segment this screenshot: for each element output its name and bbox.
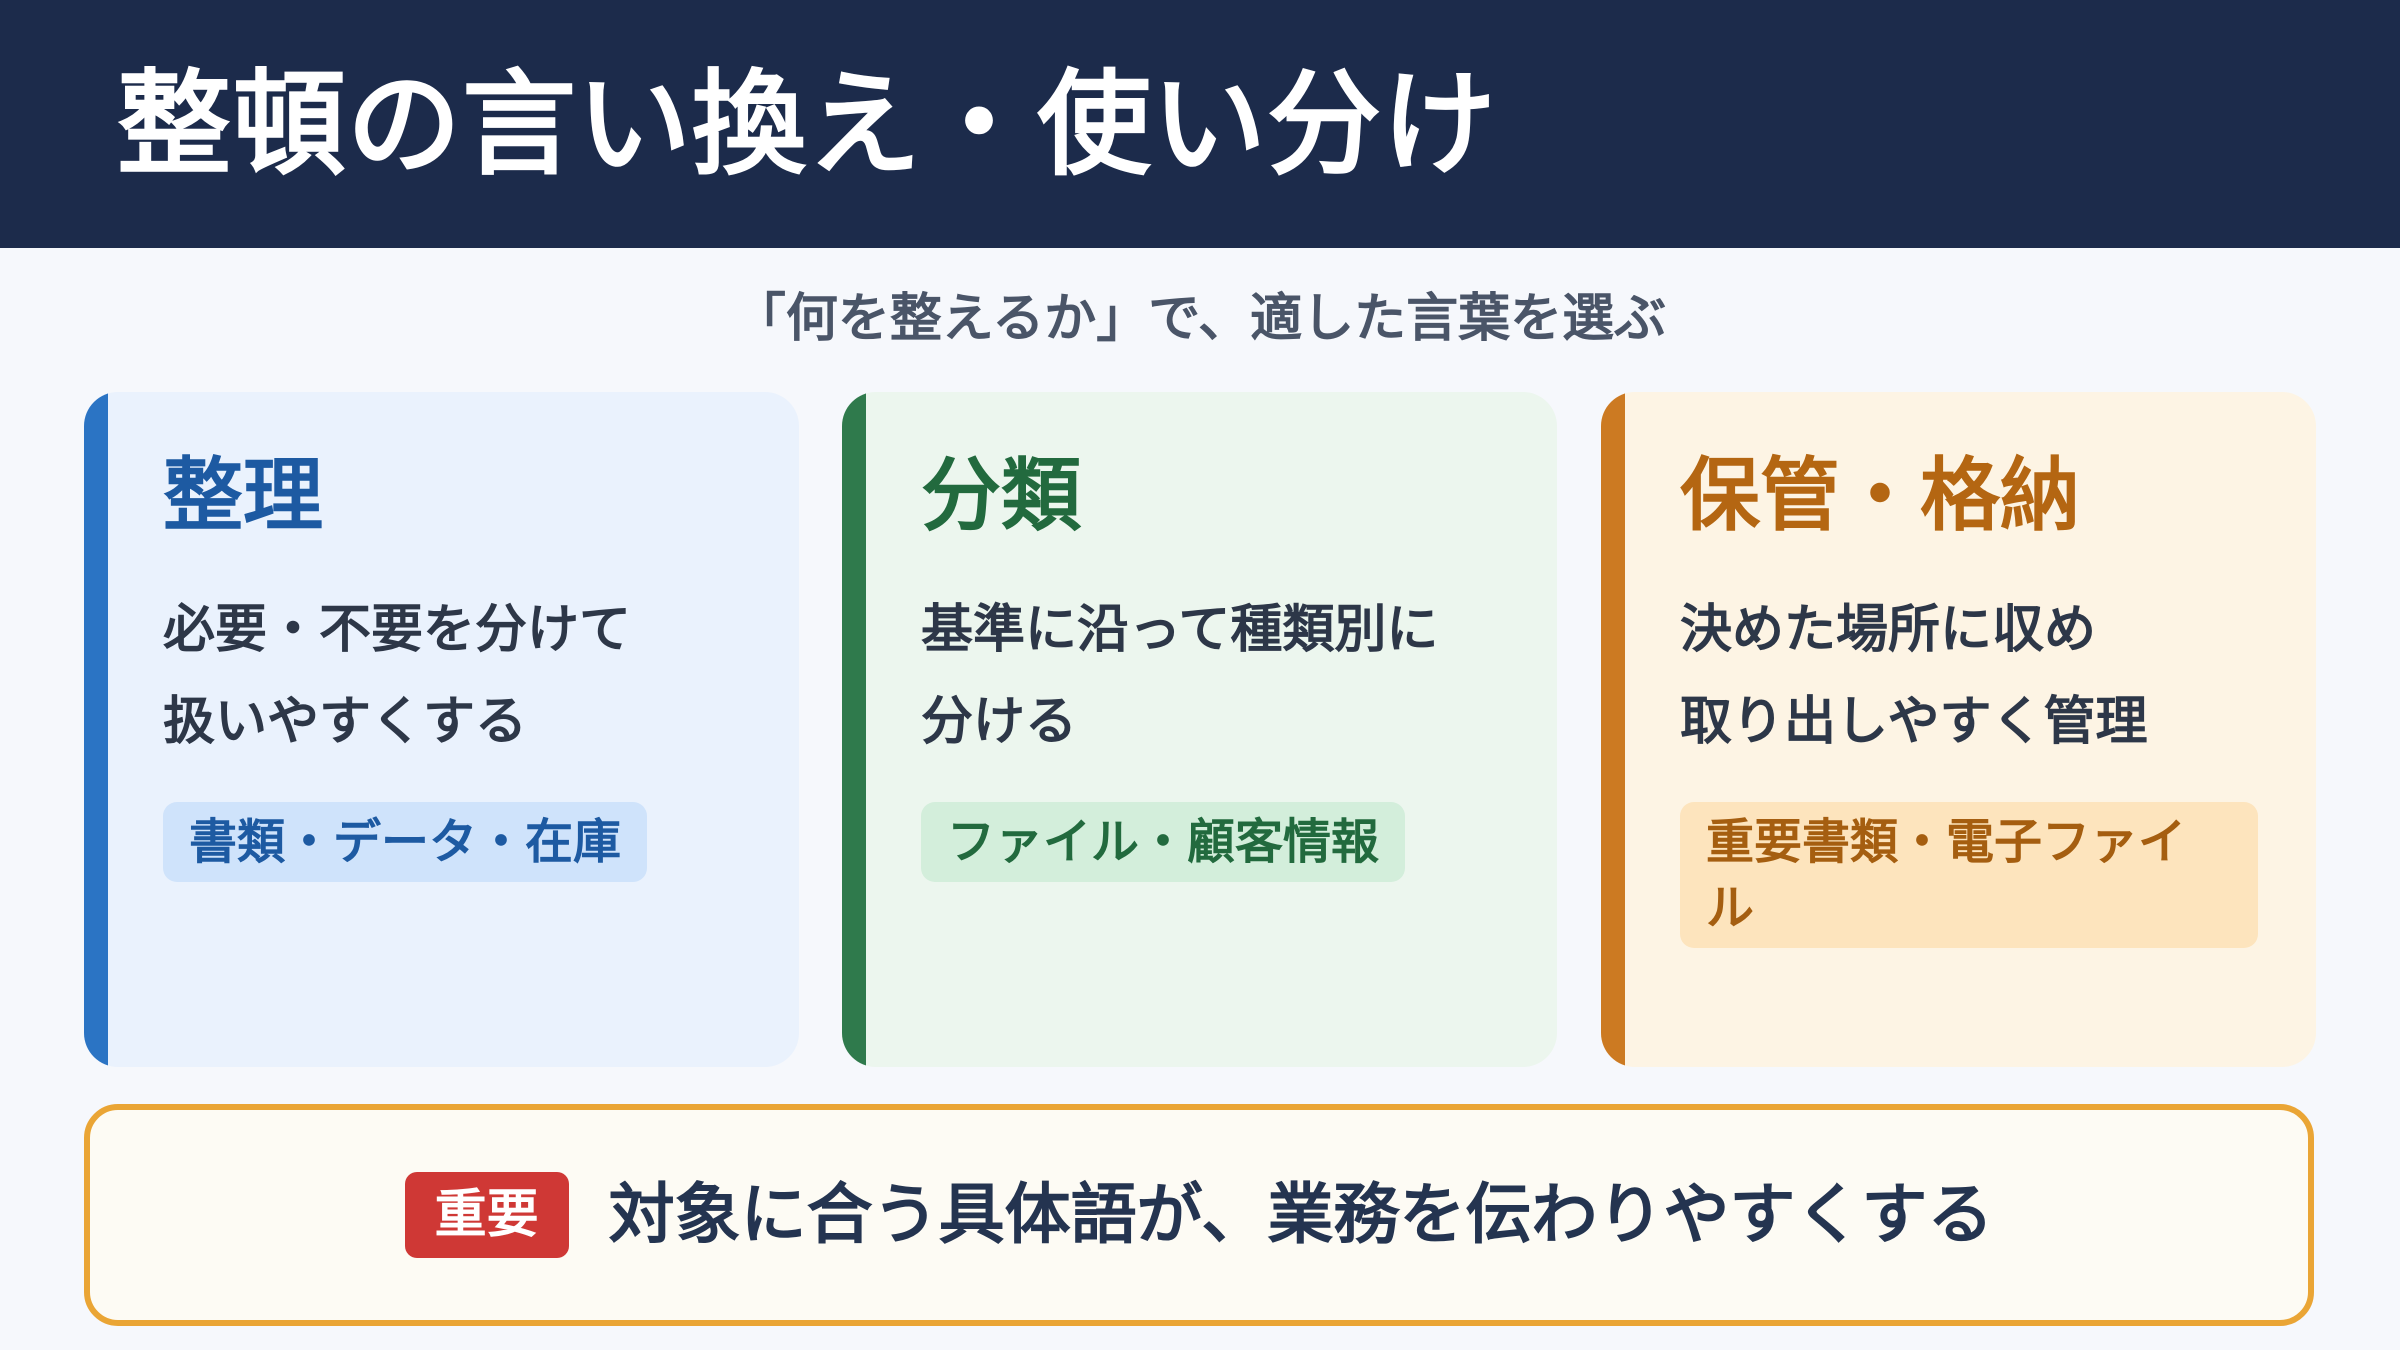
card-description: 基準に沿って種類別に 分ける: [921, 584, 1521, 768]
card-seiri: 整理 必要・不要を分けて 扱いやすくする 書類・データ・在庫: [84, 392, 799, 1067]
card-description-line: 決めた場所に収め: [1680, 600, 2097, 660]
card-accent-bar: [1601, 392, 1625, 1067]
card-title: 整理: [163, 449, 323, 542]
key-point-text: 対象に合う具体語が、業務を伝わりやすくする: [608, 1176, 1994, 1254]
card-accent-bar: [84, 392, 108, 1067]
card-example-tag: 書類・データ・在庫: [163, 802, 648, 882]
card-hokan-kakuno: 保管・格納 決めた場所に収め 取り出しやすく管理 重要書類・電子ファイル: [1601, 392, 2316, 1067]
card-accent-bar: [842, 392, 866, 1067]
subtitle: 「何を整えるか」で、適した言葉を選ぶ: [733, 289, 1667, 349]
card-title: 保管・格納: [1680, 449, 2080, 542]
important-badge: 重要: [404, 1172, 569, 1258]
card-example-tag: ファイル・顧客情報: [921, 802, 1406, 882]
card-description-line: 必要・不要を分けて: [163, 600, 632, 660]
page-title: 整頓の言い換え・使い分け: [117, 58, 1498, 191]
header-bar: 整頓の言い換え・使い分け: [0, 0, 2400, 248]
card-description-line: 扱いやすくする: [163, 692, 528, 752]
card-description-line: 基準に沿って種類別に: [921, 600, 1439, 660]
card-description-line: 分ける: [921, 692, 1078, 752]
card-bunrui: 分類 基準に沿って種類別に 分ける ファイル・顧客情報: [842, 392, 1557, 1067]
card-example-tag: 重要書類・電子ファイル: [1680, 802, 2258, 948]
card-description-line: 取り出しやすく管理: [1680, 692, 2148, 752]
card-description: 決めた場所に収め 取り出しやすく管理: [1680, 584, 2280, 768]
key-point-content: 重要 対象に合う具体語が、業務を伝わりやすくする: [90, 1110, 2308, 1320]
card-description: 必要・不要を分けて 扱いやすくする: [163, 584, 763, 768]
key-point-box: 重要 対象に合う具体語が、業務を伝わりやすくする: [84, 1104, 2314, 1326]
card-title: 分類: [921, 449, 1081, 542]
